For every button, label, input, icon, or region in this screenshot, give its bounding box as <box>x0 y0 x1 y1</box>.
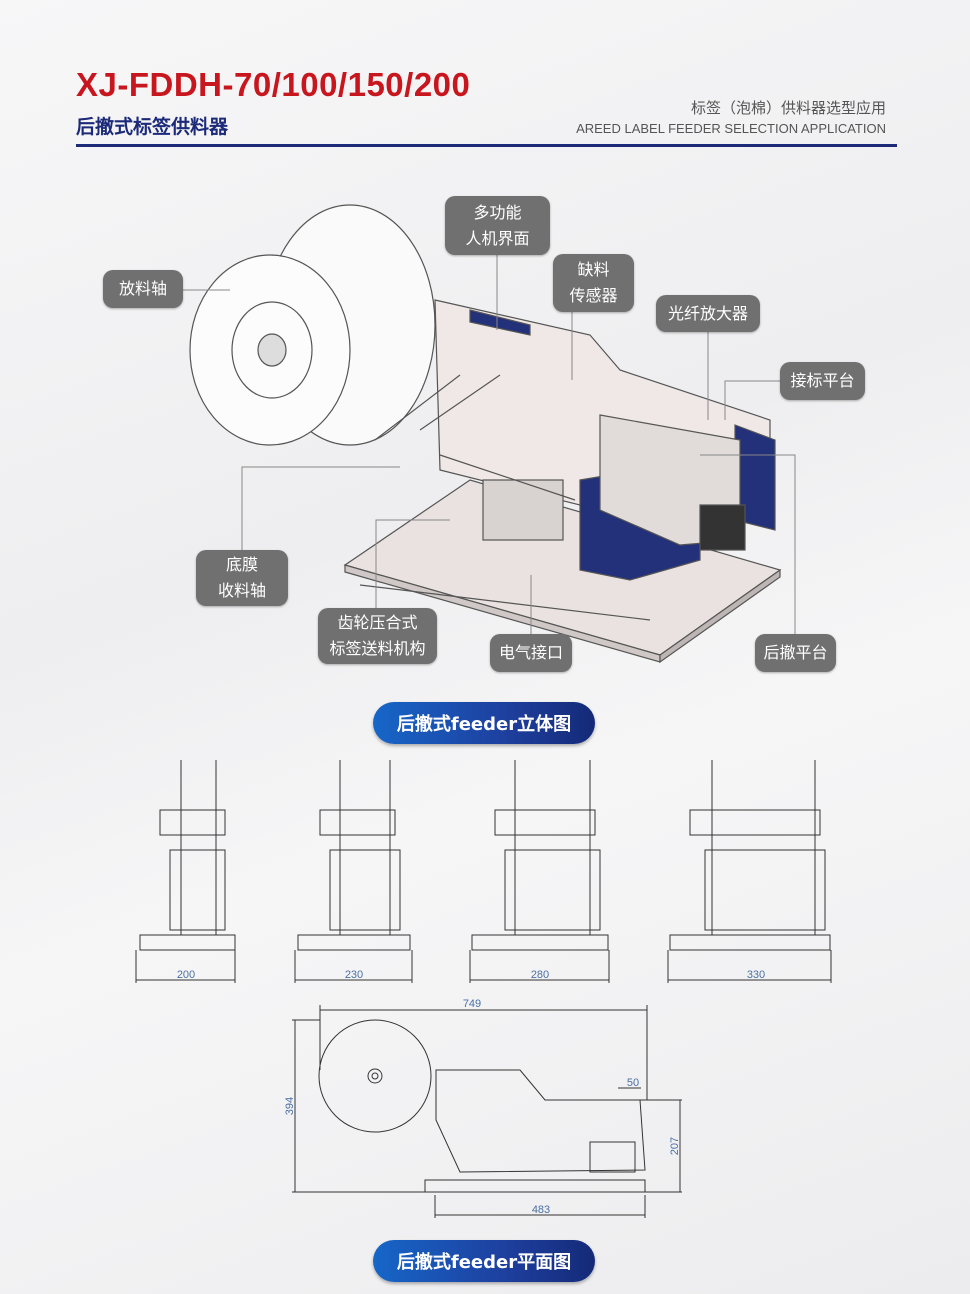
isometric-machine-illustration <box>183 204 796 664</box>
dim-total-width: 749 <box>463 998 481 1010</box>
label-hmi: 多功能人机界面 <box>445 196 550 255</box>
product-title: XJ-FDDH-70/100/150/200 <box>76 66 471 103</box>
label-electrical-interface: 电气接口 <box>490 634 572 672</box>
dim-height: 394 <box>284 1097 296 1115</box>
dim-platform-height: 207 <box>669 1137 681 1155</box>
dim-base-width: 483 <box>532 1204 550 1216</box>
front-view-330 <box>667 760 832 983</box>
width-label-200: 200 <box>177 969 195 981</box>
product-subtitle: 后撤式标签供料器 <box>76 116 229 138</box>
category-cn: 标签（泡棉）供料器选型应用 <box>690 99 886 117</box>
front-view-280 <box>469 760 610 983</box>
label-fiber-amplifier: 光纤放大器 <box>656 295 760 332</box>
label-line: 多功能 <box>473 202 522 222</box>
front-view-230 <box>294 760 413 983</box>
label-line: 收料轴 <box>217 581 266 600</box>
header-divider <box>76 144 897 147</box>
label-receiving-platform: 接标平台 <box>780 362 865 400</box>
label-line: 缺料 <box>577 260 610 279</box>
section-badge-plan: 后撤式feeder平面图 <box>373 1240 595 1282</box>
label-gear-feed: 齿轮压合式标签送料机构 <box>318 608 437 664</box>
category-en: AREED LABEL FEEDER SELECTION APPLICATION <box>576 121 886 136</box>
label-line: 齿轮压合式 <box>337 613 418 632</box>
front-view-200 <box>135 760 236 983</box>
label-sensor: 缺料传感器 <box>553 254 634 312</box>
front-view-drawings: 200 230 280 330 <box>135 760 832 983</box>
label-unwind-shaft: 放料轴 <box>103 270 183 308</box>
width-label-330: 330 <box>747 969 765 981</box>
label-line: 传感器 <box>569 286 618 305</box>
label-line: 标签送料机构 <box>329 639 426 658</box>
width-label-230: 230 <box>345 969 363 981</box>
label-retract-platform: 后撤平台 <box>755 634 836 672</box>
dim-offset: 50 <box>627 1077 639 1089</box>
label-rewind-shaft: 底膜收料轴 <box>196 550 288 606</box>
label-line: 底膜 <box>225 555 258 574</box>
label-line: 人机界面 <box>465 228 530 248</box>
section-badge-isometric: 后撤式feeder立体图 <box>373 702 595 744</box>
width-label-280: 280 <box>531 969 549 981</box>
